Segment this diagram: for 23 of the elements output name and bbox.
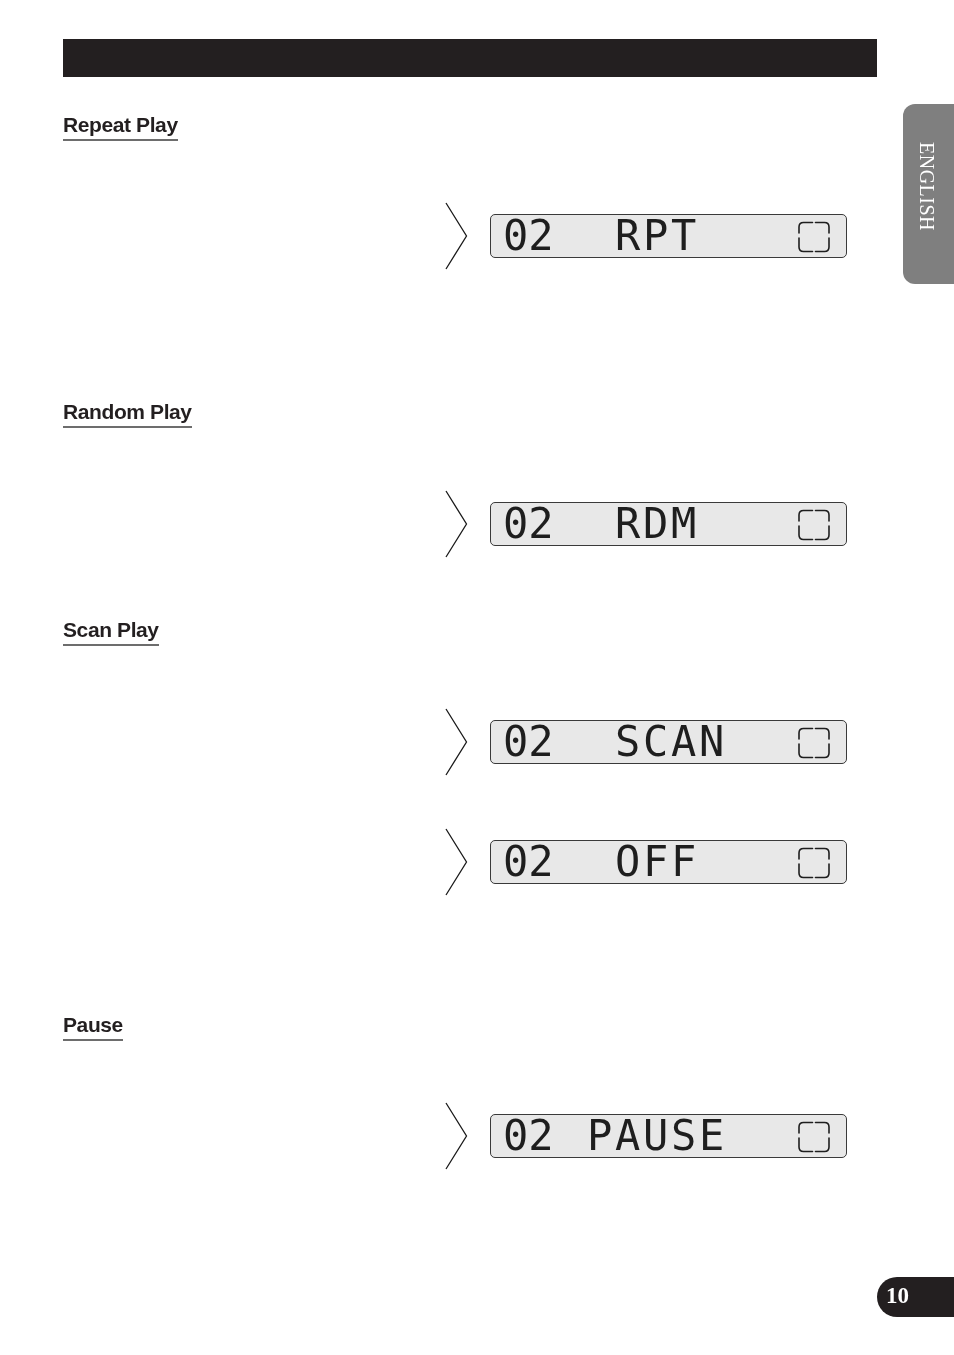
track-number: 02	[503, 1115, 554, 1157]
display-text: SCAN	[615, 721, 727, 763]
track-number: 02	[503, 721, 554, 763]
display-text: RDM	[615, 503, 699, 545]
track-number: 02	[503, 215, 554, 257]
display-text: PAUSE	[587, 1115, 727, 1157]
language-tab	[903, 104, 954, 284]
lcd-display	[490, 720, 847, 764]
track-number: 02	[503, 503, 554, 545]
section-heading: Scan Play	[63, 617, 159, 646]
tab-label: ENGLISH	[917, 142, 937, 232]
section-heading: Random Play	[63, 399, 192, 428]
lcd-display	[490, 840, 847, 884]
page-number: 10	[886, 1284, 909, 1308]
display-text: RPT	[615, 215, 699, 257]
section-heading: Repeat Play	[63, 112, 178, 141]
lcd-display	[490, 214, 847, 258]
lcd-display	[490, 1114, 847, 1158]
page-number-tab	[877, 1277, 954, 1317]
track-number: 02	[503, 841, 554, 883]
display-text: OFF	[615, 841, 699, 883]
section-heading: Pause	[63, 1012, 123, 1041]
lcd-display	[490, 502, 847, 546]
